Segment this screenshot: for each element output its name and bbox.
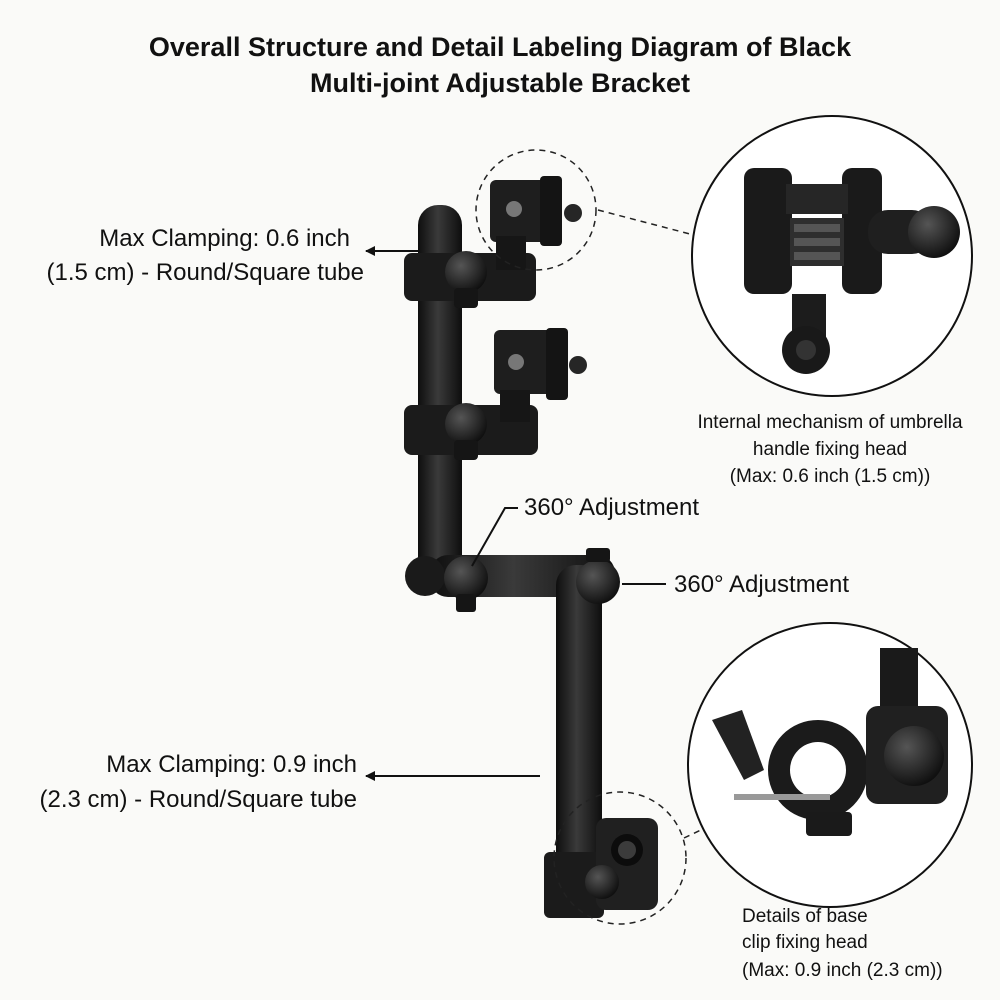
bottom-detail-caption-line-3: (Max: 0.9 inch (2.3 cm)): [742, 960, 943, 981]
bottom-clamp-label-line-1: Max Clamping: 0.9 inch: [106, 751, 357, 778]
middle-knob-icon: [445, 403, 487, 445]
joint-upper-leader: [471, 507, 518, 567]
top-detail-marker: [475, 149, 597, 271]
top-detail-connector: [597, 209, 691, 235]
joint-right-knob-icon: [576, 560, 620, 604]
bottom-detail-caption-line-1: Details of base: [742, 906, 868, 927]
bottom-clamp-label-line-2: (2.3 cm) - Round/Square tube: [39, 786, 358, 813]
title-line-1: Overall Structure and Detail Labeling Di…: [148, 32, 852, 62]
joint-upper-label: 360° Adjustment: [524, 494, 700, 521]
top-clamp-label-line-2: (1.5 cm) - Round/Square tube: [46, 259, 365, 286]
joint-right-label: 360° Adjustment: [674, 571, 850, 598]
base-clamp-head: [544, 818, 658, 918]
top-clamp-label-line-1: Max Clamping: 0.6 inch: [99, 225, 350, 252]
upper-vertical-rod: [418, 205, 462, 590]
bottom-detail-caption-line-2: clip fixing head: [742, 932, 868, 953]
top-detail-view: [691, 115, 973, 397]
bottom-detail-marker: [553, 791, 687, 925]
bottom-detail-view: [687, 622, 973, 908]
base-knob-icon: [585, 865, 619, 899]
upper-knob-icon: [445, 251, 487, 293]
top-detail-caption-line-3: (Max: 0.6 inch (1.5 cm)): [729, 466, 931, 487]
title-line-2: Multi-joint Adjustable Bracket: [309, 68, 691, 98]
middle-clamp-head: [404, 328, 587, 460]
top-detail-caption-line-1: Internal mechanism of umbrella: [697, 412, 963, 433]
top-detail-caption-line-2: handle fixing head: [752, 439, 908, 460]
bracket-body: [404, 176, 658, 918]
joint-upper-knob-icon: [444, 556, 488, 600]
upper-clamp-head: [404, 176, 582, 308]
lower-vertical-rod: [556, 565, 602, 915]
